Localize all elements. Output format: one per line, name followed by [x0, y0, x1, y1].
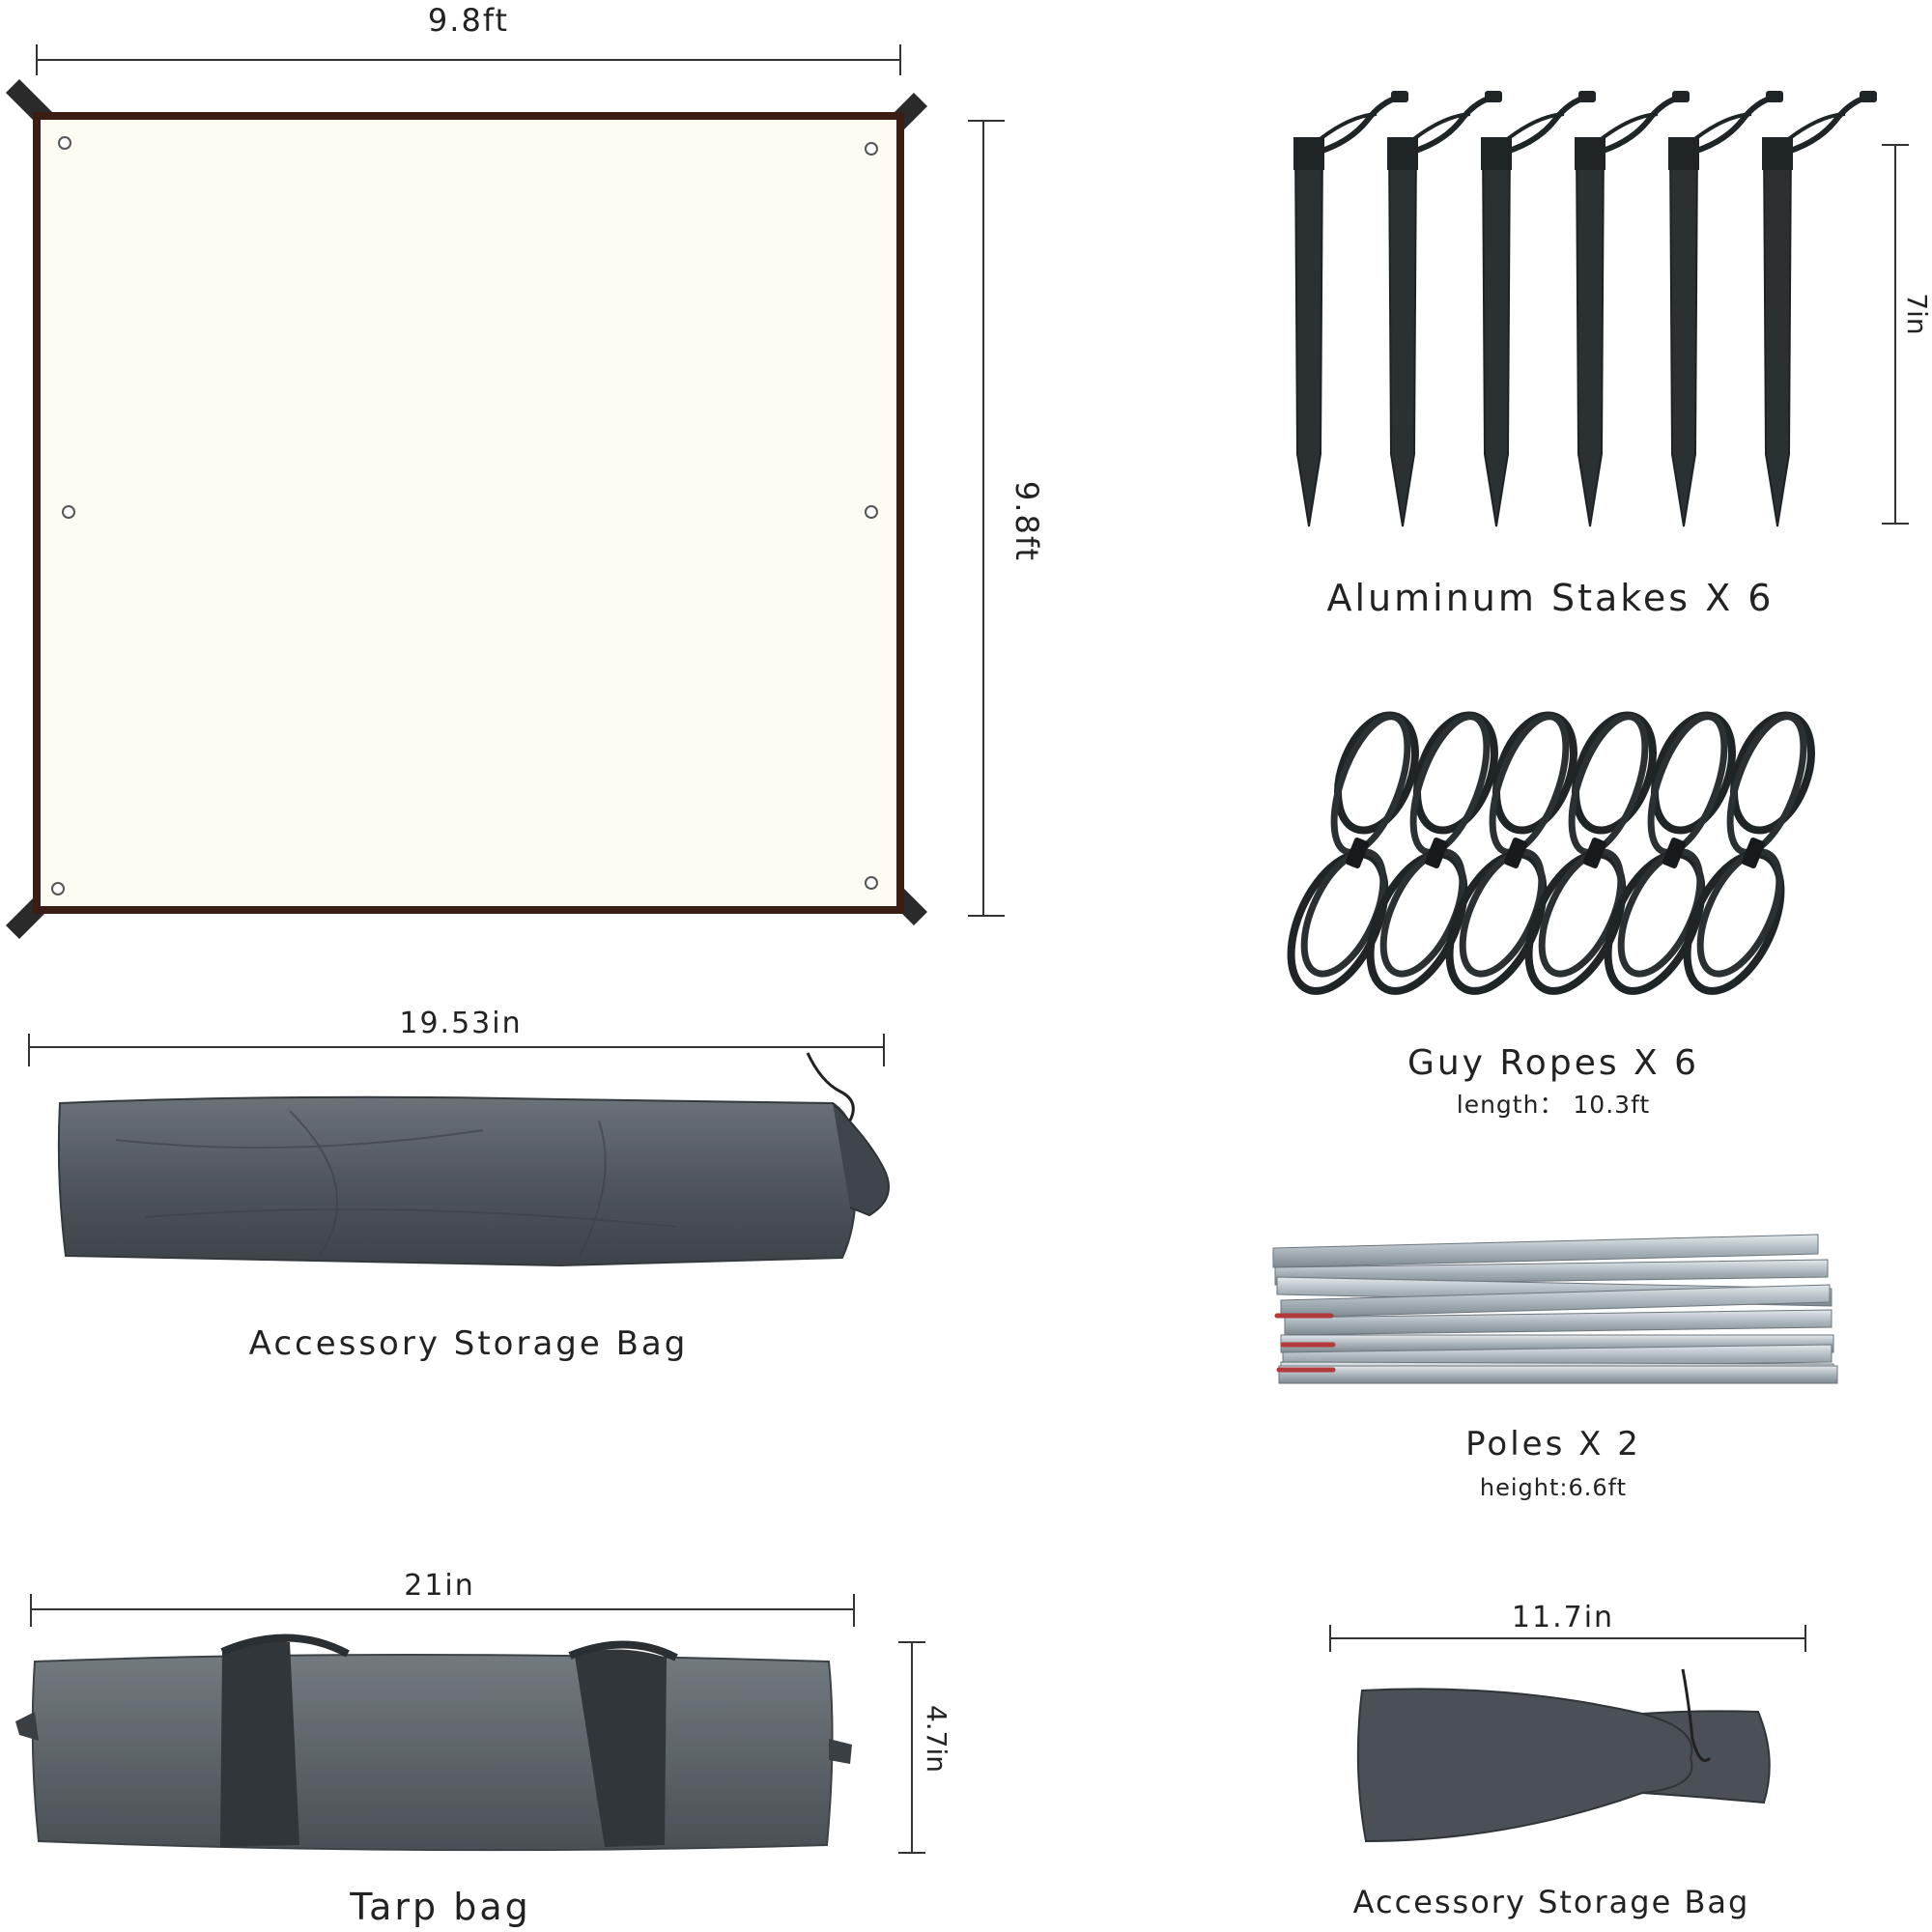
poles-subtitle: height:6.6ft — [1480, 1474, 1627, 1501]
rope-coil-icon — [1287, 711, 1419, 995]
tarp-bag-width-label: 21in — [404, 1569, 475, 1603]
stakes-illustration — [1293, 91, 1877, 527]
accessory-bag-small-section: 11.7in Accessory Storage Bag — [1329, 1601, 1806, 1920]
tarp-width-dimension: 9.8ft — [36, 2, 901, 75]
stakes-title: Aluminum Stakes X 6 — [1327, 577, 1775, 619]
rope-coil-icon — [1683, 711, 1815, 995]
grommet-icon — [62, 505, 75, 519]
accessory-bag-large-title: Accessory Storage Bag — [249, 1324, 689, 1363]
grommet-icon — [58, 136, 71, 150]
ropes-illustration — [1287, 711, 1815, 995]
tarp-height-dimension: 9.8ft — [968, 120, 1045, 917]
stake-icon — [1668, 91, 1783, 527]
tarp-bag-illustration — [15, 1634, 852, 1852]
accessory-bag-large-section: 19.53in Accessory Storage Bag — [28, 1007, 890, 1363]
grommet-icon — [865, 505, 878, 519]
tarp-bag-height-dimension: 4.7in — [898, 1641, 952, 1854]
pole-tips — [1274, 1313, 1336, 1373]
grommet-icon — [51, 882, 65, 895]
stake-icon — [1481, 91, 1596, 527]
tarp-width-label: 9.8ft — [428, 2, 509, 39]
grommet-icon — [865, 876, 878, 890]
accessory-bag-small-size-label: 11.7in — [1512, 1601, 1614, 1634]
poles-illustration — [1272, 1234, 1838, 1384]
tarp-height-label: 9.8ft — [1009, 481, 1045, 562]
accessory-bag-large-dimension: 19.53in — [28, 1007, 885, 1066]
tarp-bag-section: 21in 4.7in Tarp bag — [15, 1569, 952, 1928]
stakes-size-dimension: 7in — [1882, 144, 1932, 525]
accessory-bag-large-size-label: 19.53in — [399, 1007, 522, 1040]
poles-title: Poles X 2 — [1465, 1425, 1641, 1463]
tarp-bag-height-label: 4.7in — [921, 1705, 952, 1773]
accessory-bag-large-illustration — [57, 1052, 890, 1267]
tarp-sheet — [33, 112, 904, 914]
tarp-grommets — [51, 136, 878, 895]
poles-section: Poles X 2 height:6.6ft — [1272, 1234, 1838, 1501]
tarp-diagram: 9.8ft 9.8ft — [6, 2, 1045, 939]
stake-icon — [1762, 91, 1877, 527]
tarp-bag-width-dimension: 21in — [30, 1569, 855, 1627]
stakes-section: 7in Aluminum Stakes X 6 — [1293, 91, 1932, 619]
stake-icon — [1387, 91, 1502, 527]
accessory-bag-small-illustration — [1356, 1668, 1771, 1843]
ropes-section: Guy Ropes X 6 length： 10.3ft — [1287, 711, 1815, 1119]
ropes-title: Guy Ropes X 6 — [1407, 1043, 1699, 1083]
ropes-subtitle: length： 10.3ft — [1457, 1091, 1650, 1119]
accessory-bag-small-title: Accessory Storage Bag — [1353, 1884, 1750, 1920]
accessory-bag-small-dimension: 11.7in — [1329, 1601, 1806, 1652]
stakes-size-label: 7in — [1901, 293, 1932, 334]
stake-icon — [1293, 91, 1408, 527]
stake-icon — [1575, 91, 1690, 527]
grommet-icon — [865, 142, 878, 156]
rope-coil-icon — [1604, 711, 1736, 995]
tarp-bag-title: Tarp bag — [349, 1886, 531, 1928]
